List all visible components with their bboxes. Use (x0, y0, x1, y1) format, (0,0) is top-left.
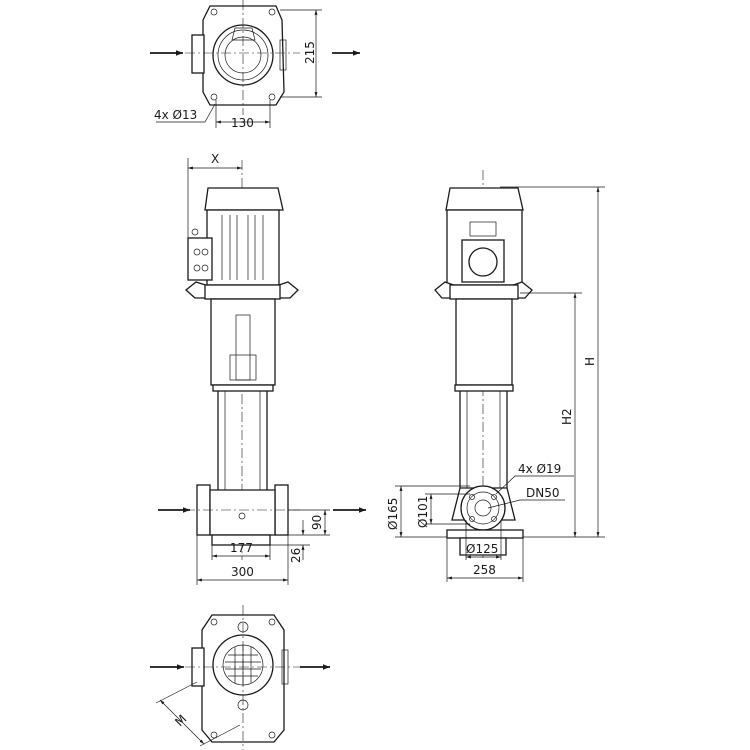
dim-90: 90 (310, 515, 324, 530)
dim-300: 300 (231, 565, 254, 579)
dim-165: Ø165 (386, 498, 400, 530)
dim-h2: H2 (560, 408, 574, 425)
dim-130: 130 (231, 116, 254, 130)
dim-125: Ø125 (466, 542, 498, 556)
side-view (395, 170, 605, 582)
top-view (150, 0, 360, 128)
front-view (158, 158, 366, 585)
dim-177: 177 (230, 541, 253, 555)
dim-x: X (211, 152, 219, 166)
dim-flange-holes: 4x Ø19 (518, 462, 561, 476)
dim-dn50: DN50 (526, 486, 560, 500)
dim-26: 26 (289, 548, 303, 563)
bottom-view (150, 605, 330, 750)
dim-h: H (583, 357, 597, 366)
dim-215: 215 (303, 41, 317, 64)
dim-top-holes: 4x Ø13 (154, 108, 197, 122)
dim-258: 258 (473, 563, 496, 577)
dim-101: Ø101 (416, 496, 430, 528)
